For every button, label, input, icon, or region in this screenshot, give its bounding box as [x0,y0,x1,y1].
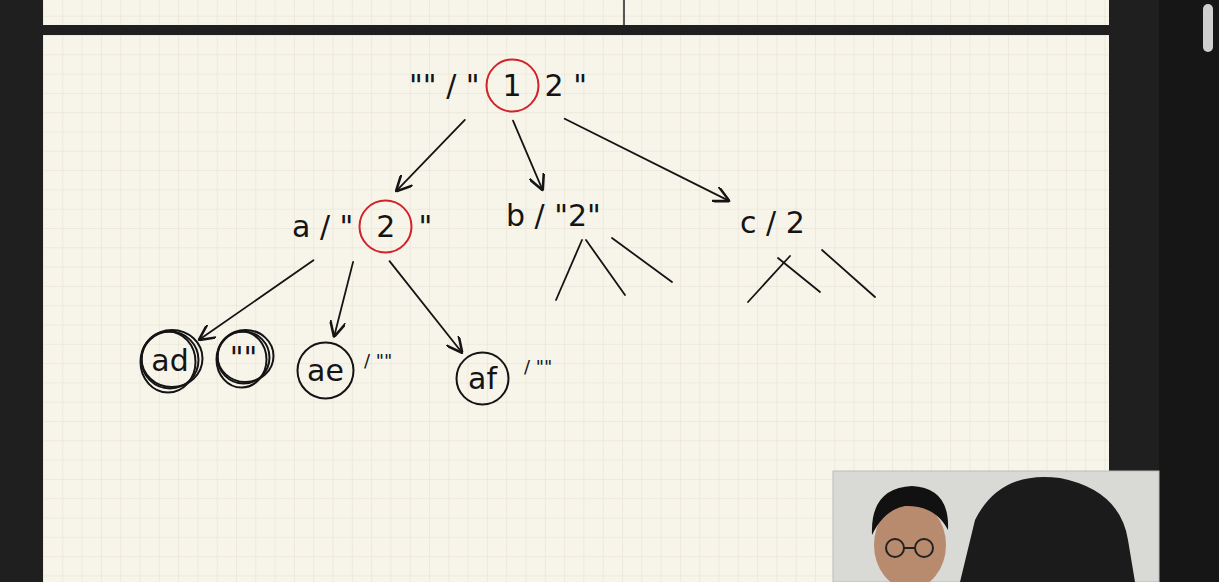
circled-node: 1 [485,58,540,113]
tree-arrow [565,119,730,201]
webcam-inset [833,471,1159,582]
node-text: 2 " [545,69,587,102]
node-text: 2 [376,210,395,243]
node-text: af [468,362,497,395]
chair [960,477,1135,582]
branch-line [556,240,582,300]
circle-stroke [360,201,412,253]
glasses [886,539,933,557]
circled-node: af [455,351,510,406]
tree-node: c / 2 [734,202,811,243]
node-text: "" [230,341,258,374]
node-text: c / 2 [740,206,805,239]
circle-stroke [457,353,509,405]
hand-drawn-branches [556,238,875,302]
circle-stroke [298,343,354,399]
previous-grid [43,0,1109,25]
tree-node: b / "2" [500,195,607,236]
tree-arrow [334,262,353,337]
branch-line [586,240,625,295]
note-label: / "" [364,350,392,371]
circled-node: 2 [358,199,413,254]
circle-stroke [217,332,267,388]
tree-arrow [396,120,465,192]
tree-arrow [390,261,463,353]
person-hair [872,486,948,535]
node-text: "" / " [409,69,480,102]
branch-line [778,258,820,292]
circle-stroke [141,332,196,393]
node-text: ad [151,344,188,377]
node-text: a / " [292,210,353,243]
scroll-track [1159,0,1219,582]
node-text: b / "2" [506,199,601,232]
note-label: / "" [524,356,552,377]
branch-line [822,250,875,297]
node-text: " [418,210,432,243]
tree-arrow [199,260,314,340]
tree-node: "" / " 2 " 1 [403,54,593,117]
branch-line [612,238,672,282]
node-text: ae [307,354,344,387]
tree-arrow [513,121,543,191]
previous-page [43,0,1109,25]
tree-node: a / " " 2 [286,195,438,258]
circled-node: "" [216,330,271,385]
circled-node: ad [140,330,200,390]
scroll-thumb [1203,4,1213,52]
circled-node: ae [296,341,355,400]
node-text: 1 [503,69,522,102]
circle-stroke [486,60,538,112]
previous-stroke [623,0,625,25]
